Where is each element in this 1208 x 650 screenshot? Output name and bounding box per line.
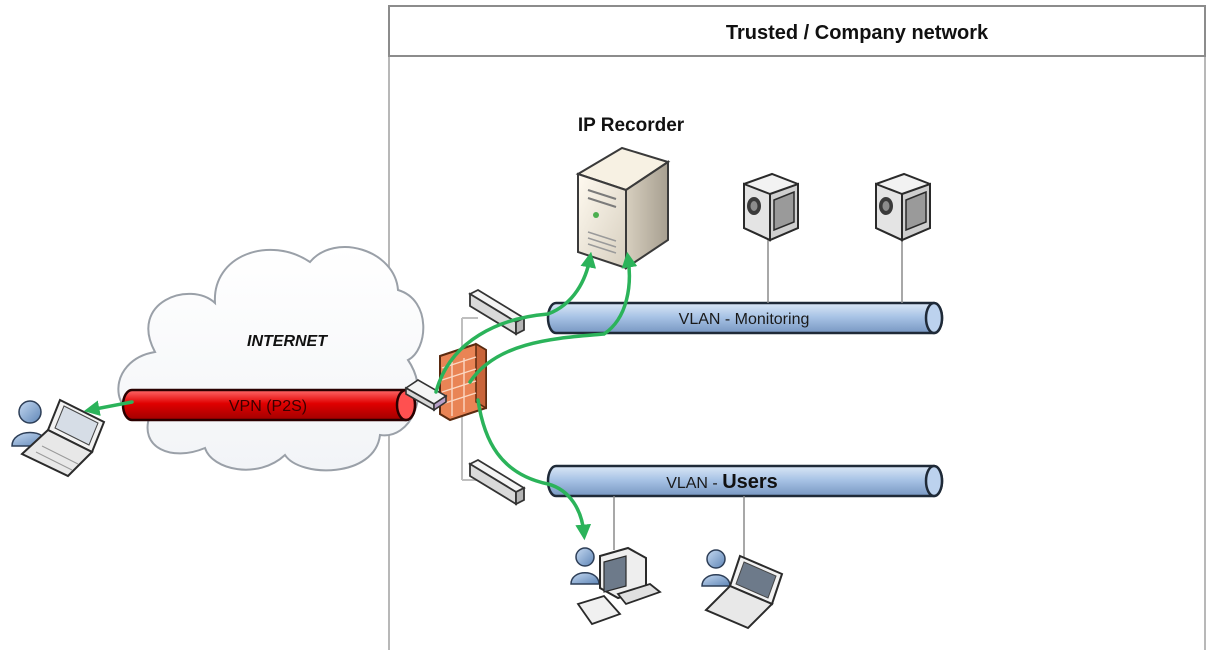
flow-arrow-users — [476, 398, 592, 541]
trusted-zone-title: Trusted / Company network — [726, 22, 989, 44]
trusted-zone-header — [388, 5, 1206, 57]
vlan-users-prefix: VLAN - — [666, 475, 722, 492]
vpn-link-label: VPN (P2S) — [229, 398, 307, 415]
vlan-users-link — [546, 464, 944, 498]
vlan-users-label: VLAN - Users — [666, 471, 778, 493]
cloud-icon — [117, 246, 425, 472]
camera-icon — [875, 172, 931, 242]
vlan-monitoring-link — [546, 301, 944, 335]
flow-arrow-recorder-a — [434, 251, 597, 394]
remote-laptop-icon — [20, 398, 106, 478]
desktop-user-icon — [570, 546, 662, 626]
camera-icon — [743, 172, 799, 242]
vpn-gateway-icon — [404, 379, 448, 412]
vpn-link — [121, 388, 417, 422]
flow-arrow-remote — [83, 400, 134, 416]
laptop-user-icon — [701, 549, 784, 630]
switch-icon — [468, 458, 526, 506]
vlan-monitoring-name: Monitoring — [735, 311, 810, 328]
recorder-title: IP Recorder — [578, 115, 685, 136]
server-icon — [575, 146, 671, 270]
vlan-users-name: Users — [722, 471, 778, 493]
traffic-flows — [83, 251, 638, 541]
vlan-monitoring-label: VLAN - Monitoring — [679, 311, 810, 328]
vlan-monitoring-prefix: VLAN - — [679, 311, 735, 328]
trusted-zone: Trusted / Company network — [388, 5, 1206, 650]
internet-label: INTERNET — [247, 333, 328, 350]
firewall-icon — [439, 342, 487, 422]
flow-arrow-recorder-b — [468, 251, 638, 384]
